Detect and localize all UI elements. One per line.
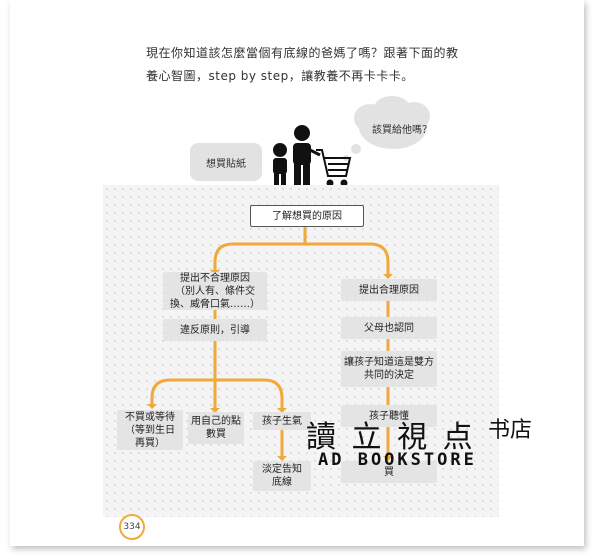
- flow-box-label: 底線: [272, 477, 292, 488]
- flow-box-label: 了解想買的原因: [272, 210, 342, 222]
- child-figure-icon: [273, 143, 287, 186]
- flow-box-label: （別人有、條件交: [175, 285, 255, 297]
- flow-box-buy: 買: [341, 461, 437, 483]
- parent-figure-icon: [293, 125, 321, 187]
- flow-box-joint-decision: 讓孩子知道這是雙方 共同的決定: [341, 351, 437, 387]
- flow-box-label: 讓孩子知道這是雙方: [344, 357, 434, 368]
- flow-box-label: 數買: [206, 429, 226, 440]
- flow-box-label: 提出不合理原因: [180, 272, 250, 284]
- flow-box-label: 提出合理原因: [359, 284, 419, 296]
- flow-box-child-angry: 孩子生氣: [253, 412, 311, 430]
- flow-box-label: 孩子生氣: [262, 415, 302, 427]
- flow-box-label: 孩子聽懂: [369, 410, 409, 422]
- flow-box-child-understands: 孩子聽懂: [341, 405, 437, 427]
- watermark-logo-suffix: 书店: [488, 418, 533, 443]
- page-number: 334: [119, 514, 145, 540]
- shopping-cart-icon: [316, 149, 352, 187]
- flow-box-label: 換、威脅口氣……）: [170, 298, 260, 310]
- flow-box-label: 買: [384, 466, 394, 478]
- flow-box-own-points: 用自己的點 數買: [188, 412, 244, 444]
- flow-box-label: 違反原則，引導: [180, 324, 250, 336]
- flow-box-violate-principle: 違反原則，引導: [163, 319, 267, 341]
- flow-box-reasonable: 提出合理原因: [341, 279, 437, 301]
- thought-bubble-icon: [343, 96, 430, 161]
- watermark-text: AD BOOKSTORE: [318, 450, 477, 470]
- flow-box-parents-agree: 父母也認同: [341, 317, 437, 339]
- parent-thought-text: 該買給他嗎？: [372, 124, 432, 136]
- flow-box-label: 不買或等待: [125, 411, 175, 423]
- flow-box-understand-reason: 了解想買的原因: [250, 205, 364, 227]
- intro-line-1: 現在你知道該怎麼當個有底線的爸媽了嗎？跟著下面的教: [146, 46, 459, 60]
- intro-line-2: 養心智圖，step by step，讓教養不再卡卡卡。: [146, 69, 414, 83]
- flow-box-unreasonable: 提出不合理原因 （別人有、條件交 換、威脅口氣……）: [163, 272, 267, 310]
- flow-box-label: 用自己的點: [191, 416, 241, 427]
- flow-box-label: 共同的決定: [364, 370, 414, 381]
- watermark-logo: 讀 立 視 点: [306, 420, 476, 455]
- child-speech-bubble: 想買貼紙: [190, 143, 262, 181]
- flow-box-label: （等到生日: [125, 424, 175, 436]
- flow-box-label: 再買）: [135, 437, 165, 449]
- flow-box-wait: 不買或等待 （等到生日 再買）: [117, 410, 183, 450]
- flow-box-label: 淡定告知: [262, 464, 302, 475]
- flow-box-label: 父母也認同: [364, 322, 414, 334]
- flow-box-calm-limit: 淡定告知 底線: [253, 461, 311, 491]
